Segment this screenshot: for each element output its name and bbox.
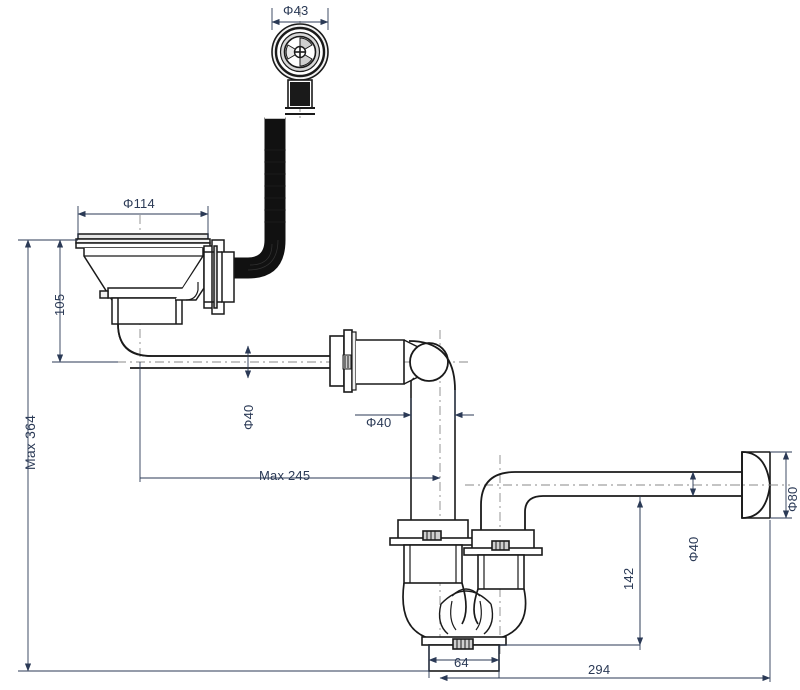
dimension-label-dia40-outlet: Φ40 bbox=[686, 536, 701, 562]
dimension-label-64: 64 bbox=[454, 655, 469, 670]
cleanout-cap bbox=[421, 636, 507, 672]
dimension-label-142: 142 bbox=[621, 567, 636, 590]
dimension-label-294: 294 bbox=[588, 662, 611, 677]
overflow-hose bbox=[231, 117, 286, 279]
dimension-label-dia80: Φ80 bbox=[785, 486, 800, 512]
dimension-label-max245: Max 245 bbox=[259, 468, 311, 483]
wall-escutcheon bbox=[730, 451, 778, 519]
horizontal-pipe bbox=[117, 323, 405, 393]
elbow-junction bbox=[403, 339, 456, 520]
dimension-lines bbox=[18, 8, 792, 682]
p-trap bbox=[402, 582, 527, 639]
outlet-pipe bbox=[640, 471, 742, 497]
dimension-label-dia40-horizontal-pipe: Φ40 bbox=[241, 404, 256, 430]
overflow-cap bbox=[271, 23, 329, 115]
dimension-label-105: 105 bbox=[52, 293, 67, 316]
outlet-elbow bbox=[463, 471, 640, 590]
dimension-label-dia114: Φ114 bbox=[123, 196, 155, 211]
dimension-label-dia40-downpipe: Φ40 bbox=[366, 415, 392, 430]
dimension-label-max364: Max 364 bbox=[22, 414, 38, 470]
overflow-inlet bbox=[175, 239, 235, 315]
compression-nut-2 bbox=[389, 519, 477, 584]
dimension-label-dia43: Φ43 bbox=[283, 3, 309, 18]
